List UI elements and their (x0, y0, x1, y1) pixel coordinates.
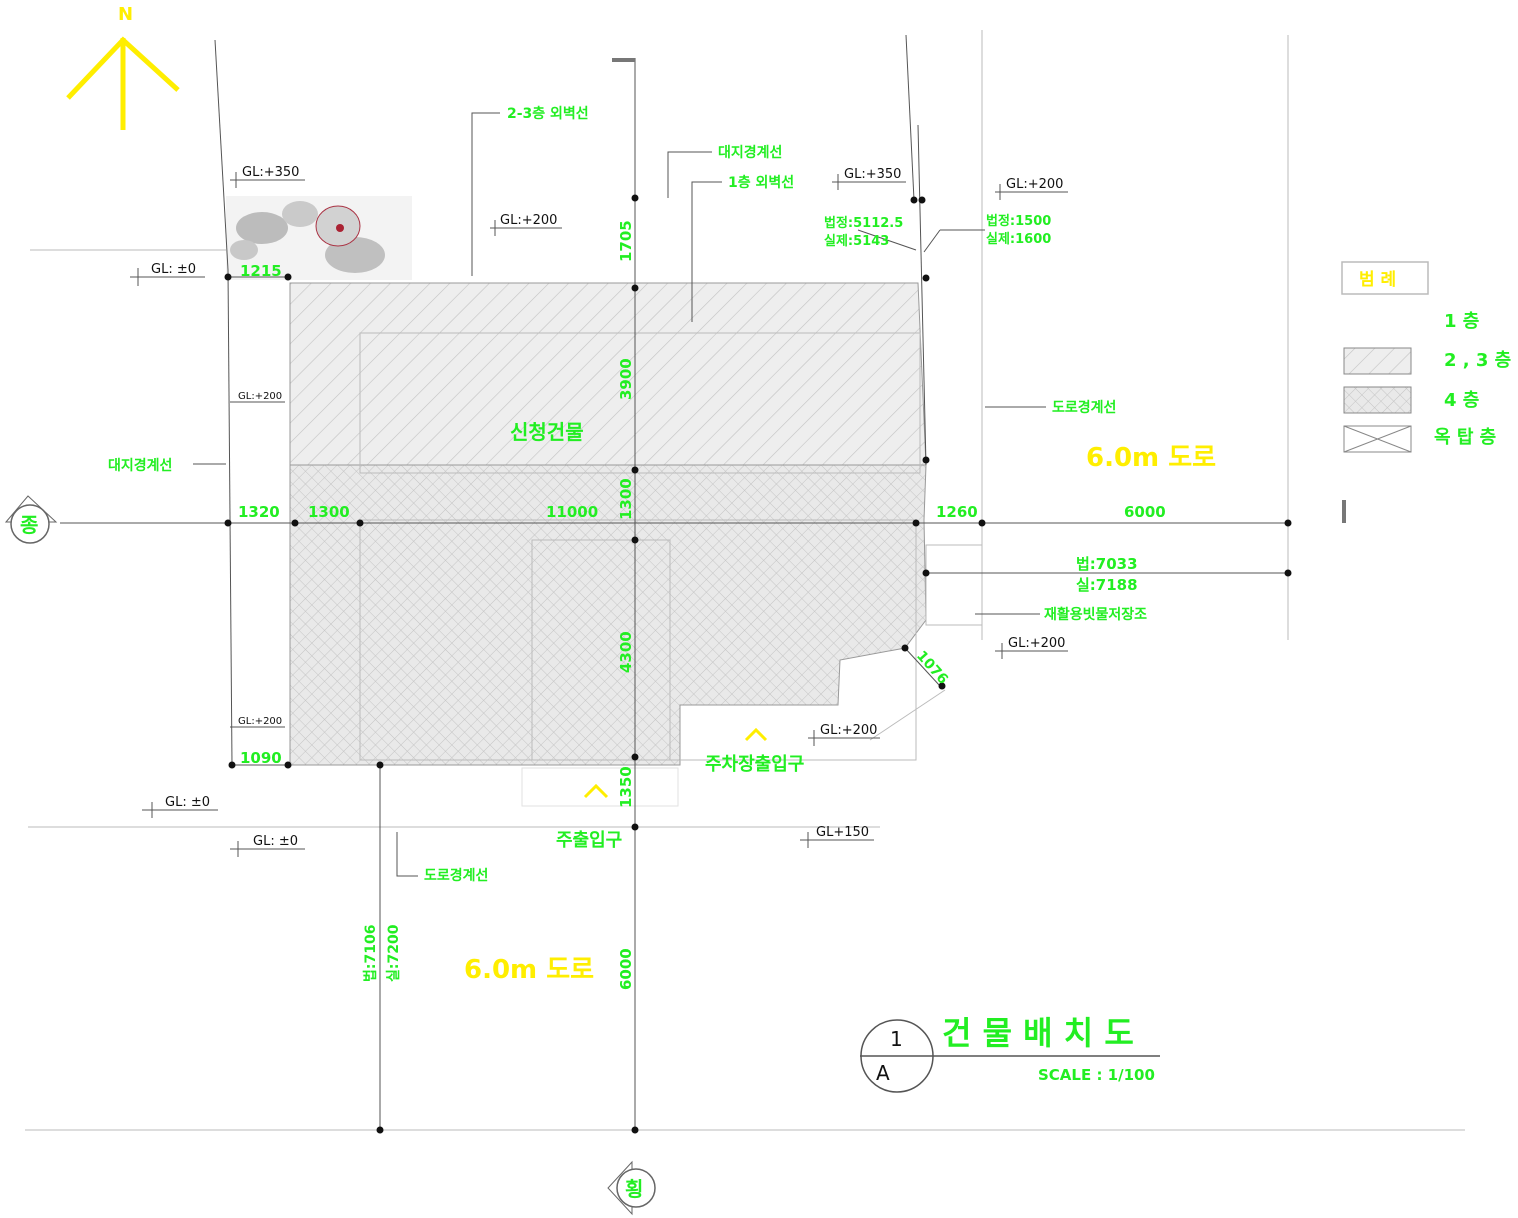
vertical-dimension-labels: 1705 3900 1300 4300 1350 6000 법:7106 실:7… (363, 220, 635, 990)
entry-arrow-icon (583, 727, 768, 799)
dimension-label: 1090 (240, 749, 282, 767)
dimension-label: 실:7200 (386, 924, 402, 982)
site-lines (25, 30, 1465, 1131)
elevation-label: GL:+200 (238, 391, 282, 402)
axis-label: 횡 (625, 1177, 643, 1201)
site-boundary-label: 대지경계선 (108, 457, 172, 474)
elevation-label: GL:+350 (242, 165, 299, 180)
road-width-label: 6.0m 도로 (1086, 443, 1216, 473)
elevation-label: GL:+200 (1008, 636, 1065, 651)
elevation-label: GL:+200 (500, 213, 557, 228)
elevation-label: GL:+200 (1006, 177, 1063, 192)
road-width-label: 6.0m 도로 (464, 955, 594, 985)
elevation-label: GL: ±0 (165, 795, 210, 810)
dimension-label: 1260 (936, 503, 978, 521)
dimension-label: 6000 (1124, 503, 1166, 521)
elevation-label: GL+150 (816, 825, 869, 840)
landscape-planting (226, 196, 412, 280)
north-label: N (118, 4, 133, 25)
drawing-scale: SCALE : 1/100 (1038, 1066, 1155, 1084)
dimension-label: 실제:5143 (824, 233, 889, 249)
dimension-label: 1300 (617, 478, 635, 520)
dimension-label: 법:7033 (1076, 555, 1138, 573)
road-boundary-label: 도로경계선 (424, 867, 488, 884)
dimension-label: 6000 (617, 948, 635, 990)
dimension-label: 1350 (617, 766, 635, 808)
legend-item: 1 층 (1444, 311, 1479, 332)
axis-label: 종 (20, 513, 38, 537)
elevation-markers (130, 172, 1068, 857)
dimension-label: 1300 (308, 503, 350, 521)
road-boundary-label: 도로경계선 (1052, 399, 1116, 416)
dimension-label: 1215 (240, 262, 282, 280)
dimension-label: 1705 (617, 220, 635, 262)
axis-marker-vertical: 종 (4, 495, 58, 544)
legend: 범 례 1 층 2 , 3 층 4 층 옥 탑 층 (1341, 261, 1511, 453)
drawing-title: 건 물 배 치 도 (942, 1014, 1134, 1052)
dimension-label: 실제:1600 (986, 231, 1051, 247)
building-footprint (289, 282, 983, 807)
legend-item: 옥 탑 층 (1434, 427, 1496, 448)
rainwater-tank-label: 재활용빗물저장조 (1044, 606, 1147, 623)
main-entry-label: 주출입구 (556, 829, 622, 851)
dimension-label: 법:7106 (363, 925, 379, 982)
title-block: 1 A 건 물 배 치 도 SCALE : 1/100 (860, 1014, 1160, 1093)
legend-item: 2 , 3 층 (1444, 350, 1511, 371)
parking-entry-label: 주차장출입구 (705, 753, 804, 775)
elevation-label: GL:+200 (238, 716, 282, 727)
site-boundary-label: 대지경계선 (718, 144, 782, 161)
dimension-nodes (224, 194, 1292, 1134)
building-label: 신청건물 (510, 420, 584, 444)
outline-1-label: 1층 외벽선 (728, 174, 794, 191)
dimension-label: 1076 (913, 648, 951, 688)
dimension-label: 11000 (546, 503, 598, 521)
elevation-label: GL:+200 (820, 723, 877, 738)
elevation-label: GL: ±0 (253, 834, 298, 849)
elevation-labels: GL:+350 GL: ±0 GL:+200 GL:+350 GL:+200 G… (151, 165, 1065, 849)
axis-marker-horizontal: 횡 (607, 1160, 656, 1216)
sheet-number: 1 (890, 1027, 903, 1051)
dimension-label: 1320 (238, 503, 280, 521)
elevation-label: GL:+350 (844, 167, 901, 182)
outline-23-label: 2-3층 외벽선 (507, 105, 589, 122)
north-arrow-icon: N (66, 4, 180, 130)
sheet-letter: A (876, 1061, 890, 1085)
dimension-label: 3900 (617, 358, 635, 400)
elevation-label: GL: ±0 (151, 262, 196, 277)
annotation-labels: 2-3층 외벽선 대지경계선 1층 외벽선 대지경계선 도로경계선 도로경계선 … (108, 105, 1216, 985)
legend-title: 범 례 (1359, 270, 1396, 290)
legend-item: 4 층 (1444, 390, 1479, 411)
dimension-label: 4300 (617, 631, 635, 673)
dimension-label: 법정:1500 (986, 213, 1051, 229)
dimension-label: 실:7188 (1076, 576, 1138, 594)
dimension-label: 법정:5112.5 (824, 215, 903, 231)
leader-lines (193, 112, 1046, 877)
